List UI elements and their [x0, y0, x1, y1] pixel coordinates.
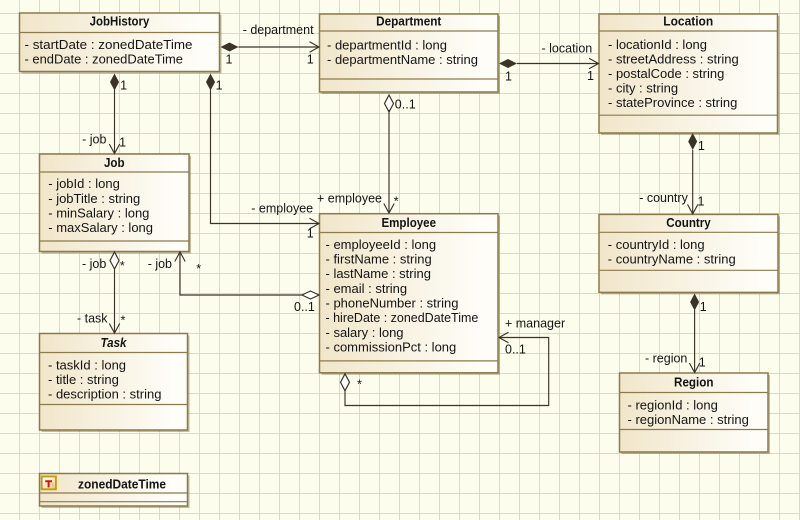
svg-text:*: *: [121, 313, 126, 327]
svg-text:- postalCode : string: - postalCode : string: [608, 66, 724, 81]
svg-text:- location: - location: [542, 41, 593, 55]
svg-text:- phoneNumber : string: - phoneNumber : string: [326, 296, 459, 311]
svg-text:- jobId : long: - jobId : long: [48, 176, 120, 191]
svg-text:1: 1: [698, 139, 705, 153]
svg-text:0..1: 0..1: [294, 300, 315, 314]
svg-text:- hireDate : zonedDateTime: - hireDate : zonedDateTime: [326, 310, 479, 325]
svg-text:1: 1: [698, 195, 705, 209]
svg-text:0..1: 0..1: [395, 98, 416, 112]
svg-text:- departmentId : long: - departmentId : long: [327, 37, 447, 52]
svg-text:- jobTitle : string: - jobTitle : string: [48, 191, 140, 206]
svg-text:1: 1: [120, 79, 127, 93]
svg-text:- streetAddress : string: - streetAddress : string: [608, 51, 739, 66]
svg-text:- countryName : string: - countryName : string: [608, 252, 736, 267]
svg-text:- salary : long: - salary : long: [326, 325, 404, 340]
svg-text:1: 1: [307, 53, 314, 67]
svg-text:- firstName : string: - firstName : string: [326, 252, 432, 267]
svg-text:- stateProvince : string: - stateProvince : string: [608, 95, 737, 110]
svg-text:Location: Location: [663, 15, 713, 29]
svg-text:- taskId : long: - taskId : long: [48, 357, 126, 372]
svg-text:Department: Department: [376, 15, 442, 29]
svg-text:1: 1: [307, 227, 314, 241]
svg-text:- department: - department: [243, 23, 314, 37]
svg-text:- city : string: - city : string: [608, 81, 678, 96]
svg-text:1: 1: [216, 79, 223, 93]
svg-text:Job: Job: [104, 156, 125, 170]
svg-text:- commissionPct : long: - commissionPct : long: [326, 340, 457, 355]
svg-text:1: 1: [119, 136, 126, 150]
svg-text:JobHistory: JobHistory: [90, 14, 150, 28]
svg-text:- maxSalary : long: - maxSalary : long: [48, 220, 153, 235]
svg-text:- employee: - employee: [251, 201, 313, 215]
svg-text:1: 1: [226, 53, 233, 67]
svg-text:- country: - country: [639, 191, 688, 205]
svg-text:- employeeId : long: - employeeId : long: [326, 237, 437, 252]
svg-text:+ employee: + employee: [317, 192, 382, 206]
svg-text:- lastName : string: - lastName : string: [326, 266, 431, 281]
svg-text:*: *: [120, 259, 125, 273]
svg-text:- countryId : long: - countryId : long: [608, 237, 705, 252]
svg-text:- description : string: - description : string: [48, 386, 161, 401]
svg-text:- job: - job: [148, 257, 172, 271]
svg-text:- locationId : long: - locationId : long: [608, 37, 707, 52]
svg-text:1: 1: [699, 356, 706, 370]
svg-text:- startDate : zonedDateTime: - startDate : zonedDateTime: [25, 37, 193, 52]
svg-text:- regionId : long: - regionId : long: [628, 397, 718, 412]
svg-text:- regionName : string: - regionName : string: [628, 412, 749, 427]
svg-text:*: *: [357, 378, 362, 392]
svg-text:- region: - region: [645, 351, 687, 365]
svg-text:- task: - task: [77, 311, 108, 325]
svg-text:- job: - job: [82, 257, 106, 271]
svg-text:*: *: [394, 195, 399, 209]
svg-text:Region: Region: [674, 375, 713, 389]
svg-text:zonedDateTime: zonedDateTime: [78, 478, 166, 492]
svg-text:0..1: 0..1: [505, 342, 526, 356]
svg-text:- email : string: - email : string: [326, 281, 408, 296]
svg-text:1: 1: [505, 69, 512, 83]
svg-text:Employee: Employee: [381, 216, 436, 230]
svg-text:- job: - job: [82, 133, 106, 147]
svg-text:- endDate : zonedDateTime: - endDate : zonedDateTime: [25, 52, 184, 67]
svg-text:Task: Task: [101, 336, 128, 350]
svg-text:- title : string: - title : string: [48, 372, 119, 387]
svg-text:1: 1: [587, 69, 594, 83]
svg-text:*: *: [196, 262, 201, 276]
svg-text:+ manager: + manager: [505, 317, 565, 331]
svg-text:- departmentName : string: - departmentName : string: [327, 52, 478, 67]
svg-text:- minSalary : long: - minSalary : long: [48, 206, 149, 221]
svg-text:1: 1: [700, 300, 707, 314]
svg-text:Country: Country: [666, 216, 711, 230]
